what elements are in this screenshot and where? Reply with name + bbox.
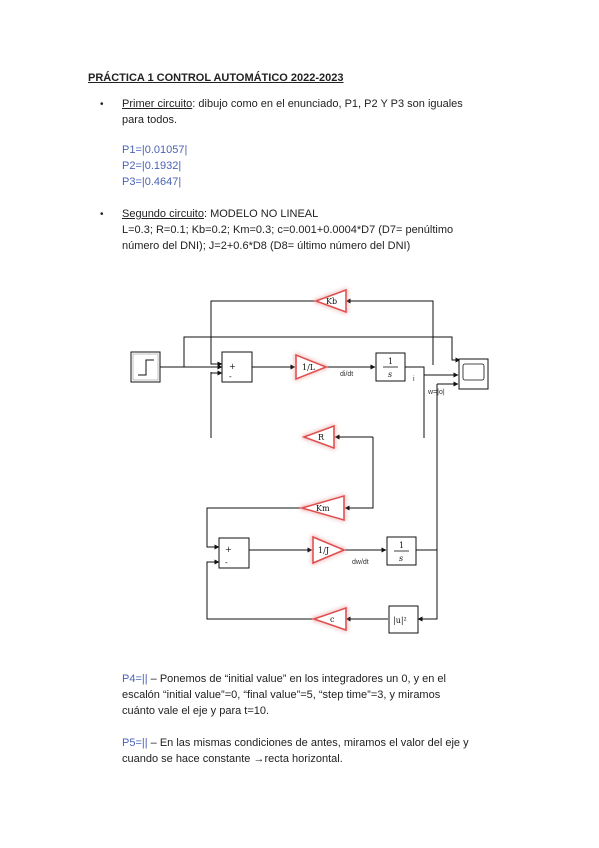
gain-c-label: c — [330, 615, 335, 624]
scope-block — [458, 358, 489, 390]
answer-p2: P2=|0.1932| — [122, 160, 182, 172]
first-circuit-label: Primer circuito — [122, 98, 193, 110]
step-block — [130, 351, 161, 383]
block-diagram: + - + - Kb 1/L R Km — [130, 288, 489, 634]
gain-inv-j-label: 1/J — [318, 546, 329, 555]
sum-1-minus: - — [229, 372, 232, 381]
p4-text-1: – Ponemos de “initial value” en los inte… — [150, 673, 446, 685]
signal-i: i — [413, 376, 415, 383]
integrator-1-den: s — [388, 370, 392, 379]
second-circuit-text-1: : MODELO NO LINEAL — [203, 208, 319, 220]
p5-text-1: – En las mismas condiciones de antes, mi… — [150, 737, 469, 749]
first-circuit-line-1: Primer circuito: dibujo como en el enunc… — [122, 96, 463, 112]
abs-square-label: |u|² — [393, 616, 407, 625]
signal-dw-dt: dw/dt — [352, 559, 369, 566]
sum-2-plus: + — [225, 545, 232, 554]
bullet-icon: • — [100, 209, 104, 220]
sum-block-2: + - — [218, 537, 250, 569]
gain-kb-label: Kb — [326, 297, 337, 306]
signal-w: w=|o| — [427, 389, 445, 396]
gain-inv-j: 1/J — [312, 535, 347, 565]
p4-line-1: P4=|| – Ponemos de “initial value” en lo… — [122, 671, 446, 687]
answer-p3: P3=|0.4647| — [122, 176, 182, 188]
second-circuit-line-1: Segundo circuito: MODELO NO LINEAL — [122, 206, 318, 222]
gain-c: c — [311, 606, 347, 632]
answer-p1: P1=|0.01057| — [122, 144, 188, 156]
integrator-block-2: 1 s — [386, 536, 417, 566]
gain-km-label: Km — [316, 504, 330, 513]
p5-text-2: cuando se hace constante →recta horizont… — [122, 753, 343, 765]
gain-inv-l: 1/L — [295, 353, 329, 381]
gain-km: Km — [299, 494, 345, 522]
p4-text-2: escalón “initial value”=0, “final value”… — [122, 689, 441, 701]
integrator-block-1: 1 s — [375, 352, 406, 382]
signal-di-dt: di/dt — [340, 371, 353, 378]
first-circuit-text-2: para todos. — [122, 114, 178, 126]
answer-p5: P5=|| — [122, 737, 148, 749]
sum-2-minus: - — [225, 558, 228, 567]
p5-line-1: P5=|| – En las mismas condiciones de ant… — [122, 735, 469, 751]
gain-kb: Kb — [313, 288, 347, 314]
second-circuit-params: L=0.3; R=0.1; Kb=0.2; Km=0.3; c=0.001+0.… — [122, 224, 454, 236]
integrator-2-den: s — [399, 554, 403, 563]
page-title: PRÁCTICA 1 CONTROL AUTOMÁTICO 2022-2023 — [88, 72, 344, 84]
bullet-icon: • — [100, 99, 104, 110]
integrator-2-num: 1 — [399, 541, 404, 550]
sum-1-plus: + — [229, 362, 236, 371]
gain-r-label: R — [318, 433, 325, 442]
gain-inv-l-label: 1/L — [302, 363, 316, 372]
integrator-1-num: 1 — [388, 357, 393, 366]
first-circuit-text-1: : dibujo como en el enunciado, P1, P2 Y … — [192, 98, 463, 110]
gain-r: R — [301, 424, 335, 450]
answer-p4: P4=|| — [122, 673, 148, 685]
p4-text-3: cuánto vale el eje y para t=10. — [122, 705, 270, 717]
second-circuit-label: Segundo circuito — [122, 208, 204, 220]
abs-square-block: |u|² — [388, 605, 419, 634]
sum-block-1: + - — [221, 351, 253, 383]
second-circuit-params-2: número del DNI); J=2+0.6*D8 (D8= último … — [122, 240, 411, 252]
